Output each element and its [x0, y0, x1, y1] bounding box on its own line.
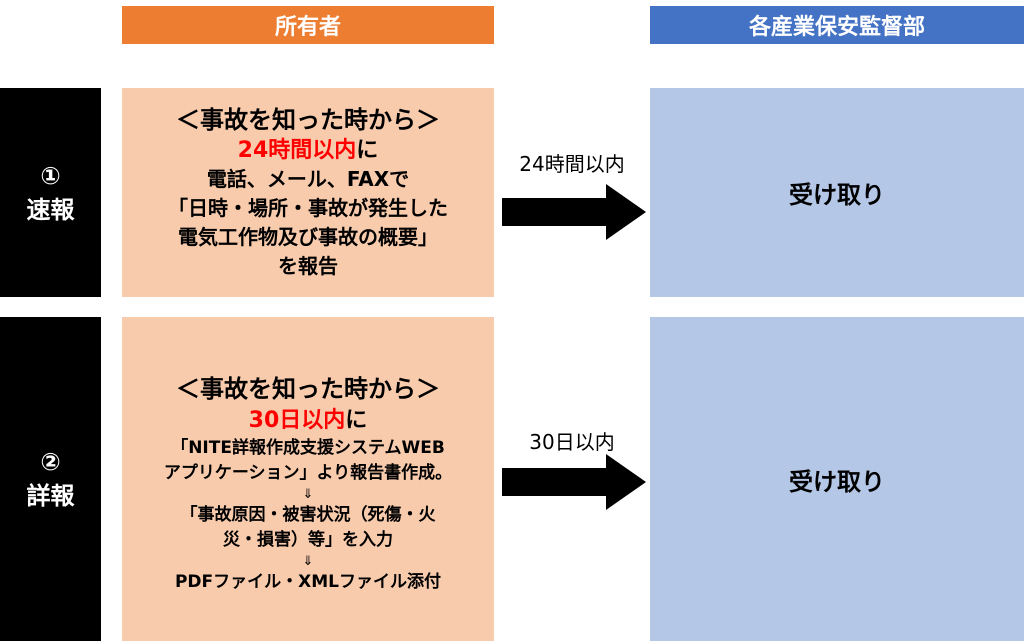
owner-line: 災・損害）等」を入力: [223, 529, 393, 550]
owner-line: PDFファイル・XMLファイル添付: [174, 571, 442, 592]
owner-line: 「NITE詳報作成支援システムWEB: [171, 437, 445, 458]
row-label: 詳報: [26, 482, 75, 510]
owner-line: 電気工作物及び事故の概要」: [178, 225, 438, 249]
owner-line: 「日時・場所・事故が発生した: [168, 196, 448, 220]
department-box-preliminary: 受け取り: [650, 88, 1024, 297]
department-box-detailed: 受け取り: [650, 317, 1024, 641]
owner-deadline-line: 24時間以内に: [238, 136, 379, 165]
row-number: ①: [40, 161, 61, 190]
owner-heading: ＜事故を知った時から＞: [176, 106, 440, 134]
row-label-preliminary: ① 速報: [0, 88, 101, 297]
deadline-suffix: に: [356, 138, 379, 163]
owner-line: 「事故原因・被害状況（死傷・火: [180, 504, 436, 525]
deadline-text: 24時間以内: [237, 138, 357, 163]
row-label-detailed: ② 詳報: [0, 317, 101, 641]
down-arrow-icon: ⇓: [302, 553, 314, 569]
owner-line: 電話、メール、FAXで: [206, 167, 410, 191]
owner-deadline-line: 30日以内に: [249, 406, 368, 436]
owner-line: アプリケーション」より報告書作成。: [163, 462, 453, 483]
owner-box-preliminary: ＜事故を知った時から＞ 24時間以内に 電話、メール、FAXで 「日時・場所・事…: [122, 88, 494, 297]
row-label: 速報: [26, 195, 75, 224]
department-header: 各産業保安監督部: [650, 6, 1024, 44]
owner-header: 所有者: [122, 6, 494, 44]
right-arrow-icon: [502, 454, 646, 510]
deadline-suffix: に: [345, 407, 368, 433]
time-limit-label: 30日以内: [529, 430, 615, 454]
owner-box-detailed: ＜事故を知った時から＞ 30日以内に 「NITE詳報作成支援システムWEB アプ…: [122, 317, 494, 641]
right-arrow-icon: [502, 184, 646, 240]
owner-line: を報告: [278, 254, 338, 278]
time-limit-label: 24時間以内: [519, 152, 625, 176]
deadline-text: 30日以内: [248, 407, 346, 433]
row-number: ②: [40, 448, 61, 476]
owner-heading: ＜事故を知った時から＞: [176, 374, 440, 403]
down-arrow-icon: ⇓: [302, 486, 314, 502]
